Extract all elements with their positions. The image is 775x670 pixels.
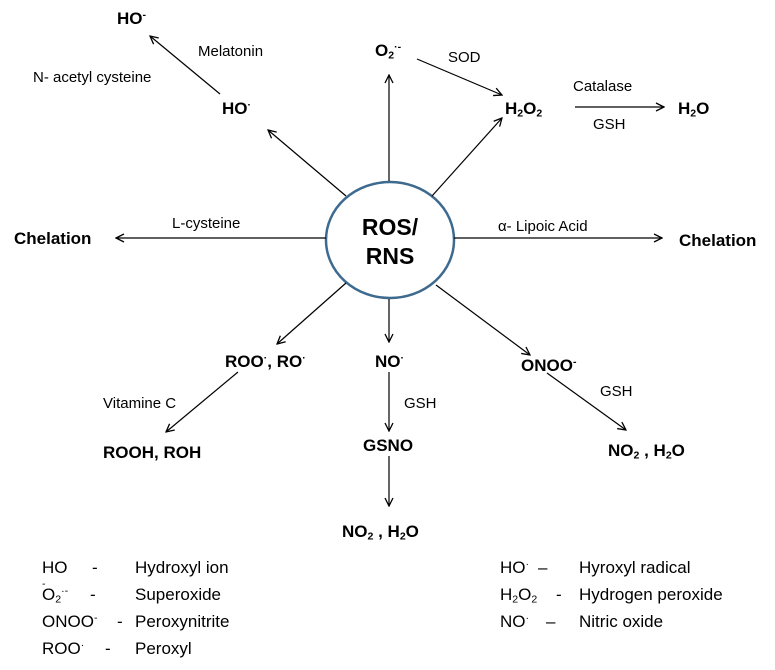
node-ho-radical: HO·	[222, 99, 252, 118]
node-roo-ro: ROO·, RO·	[225, 352, 306, 371]
node-h2o2: H2O2	[505, 99, 543, 120]
node-superoxide: O2·-	[375, 41, 402, 62]
arrow-roo-to-rooh	[166, 371, 239, 432]
label-sod: SOD	[448, 49, 481, 66]
arrow-to-ho-radical	[268, 130, 347, 197]
arrow-superoxide-to-h2o2	[416, 58, 502, 95]
arrow-ho-to-ho-ion	[150, 36, 221, 95]
node-h2o: H2O	[678, 99, 710, 120]
label-catalase: Catalase	[573, 78, 633, 95]
node-chelation-left: Chelation	[14, 229, 92, 248]
label-gsh-right: GSH	[600, 383, 633, 400]
center-line-2: RNS	[365, 242, 415, 269]
label-alpha-lipoic-acid: α- Lipoic Acid	[498, 218, 588, 235]
arrow-to-h2o2	[431, 118, 502, 197]
arrow-onoo-to-no2	[546, 372, 626, 430]
center-label: ROS/ RNS	[340, 213, 440, 271]
label-gsh-center: GSH	[404, 395, 437, 412]
node-ho-ion: HO-	[117, 9, 147, 28]
center-circle	[324, 180, 456, 300]
label-n-acetyl-cysteine: N- acetyl cysteine	[33, 69, 152, 86]
node-onoo: ONOO-	[521, 356, 577, 375]
label-melatonin: Melatonin	[198, 43, 264, 60]
label-l-cysteine: L-cysteine	[172, 215, 241, 232]
label-vitamine-c: Vitamine C	[103, 395, 177, 412]
node-no2-h2o-center: NO2 , H2O	[342, 522, 419, 543]
node-chelation-right: Chelation	[679, 231, 757, 250]
node-rooh-roh: ROOH, ROH	[103, 443, 202, 462]
node-no: NO·	[375, 352, 405, 371]
center-line-1: ROS/	[361, 214, 419, 240]
node-no2-h2o-right: NO2 , H2O	[608, 441, 685, 462]
node-gsno: GSNO	[363, 436, 414, 455]
label-gsh-top: GSH	[593, 116, 626, 133]
arrow-to-onoo	[435, 284, 530, 355]
arrow-to-roo	[277, 282, 347, 344]
